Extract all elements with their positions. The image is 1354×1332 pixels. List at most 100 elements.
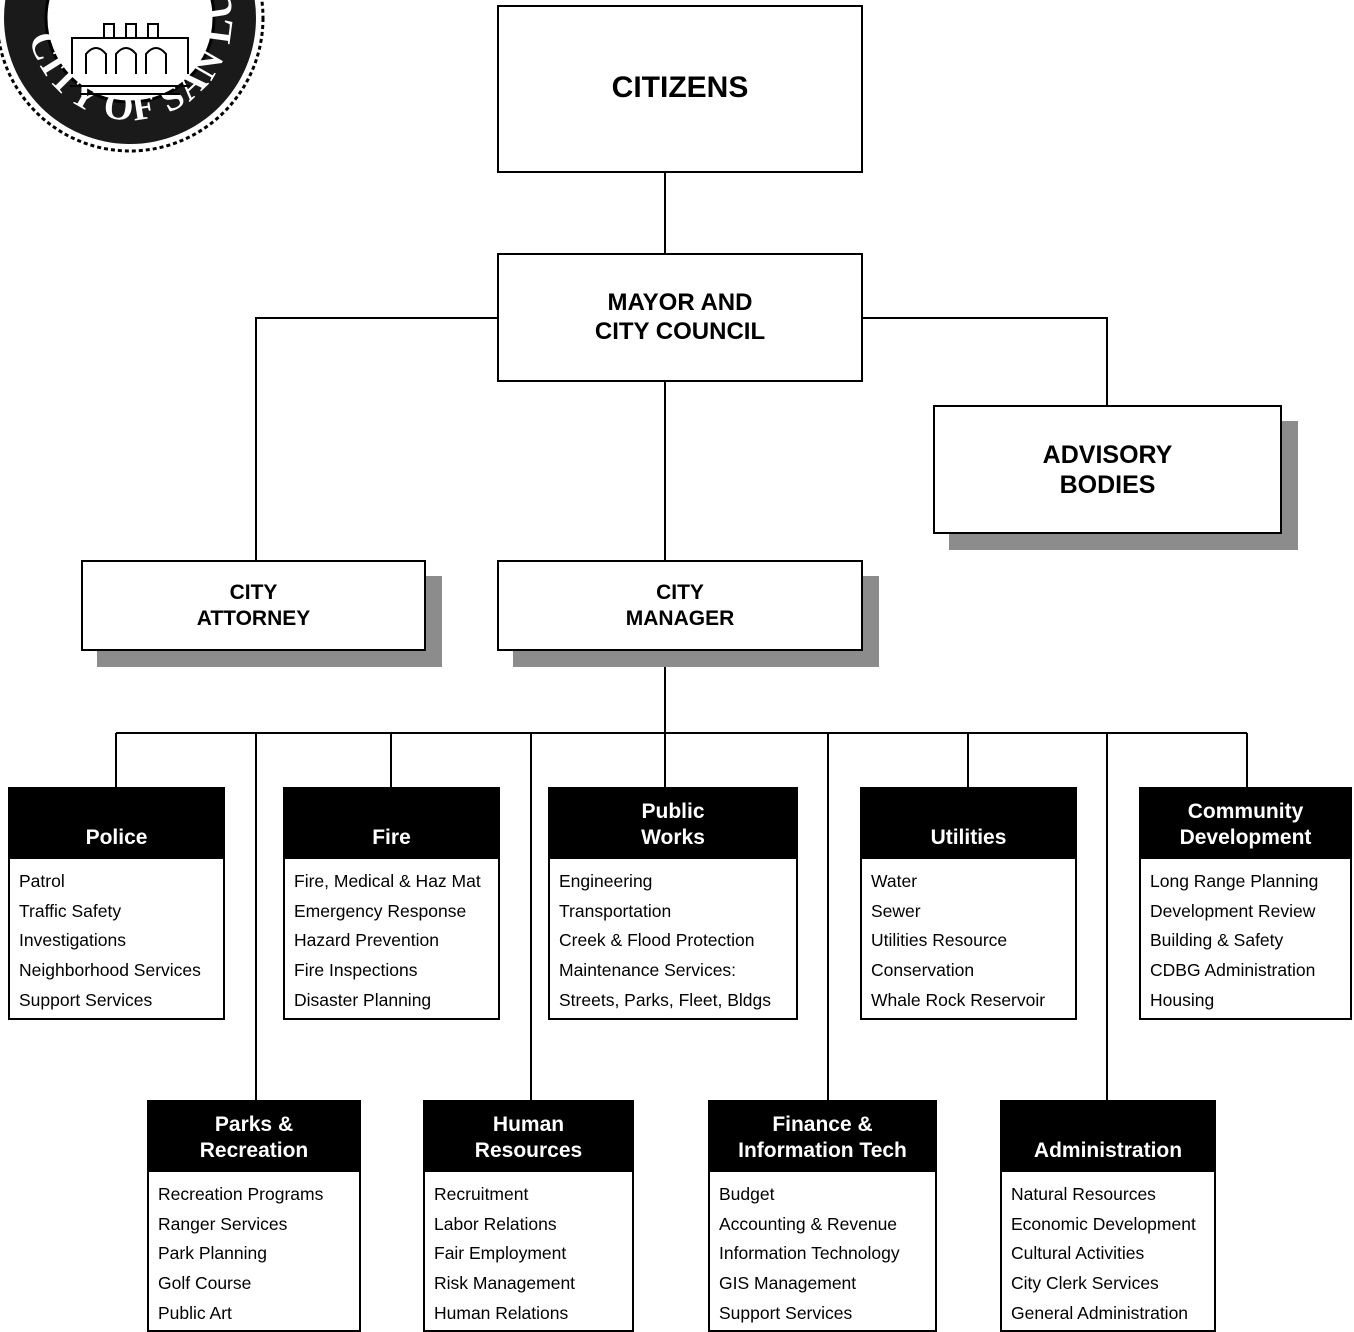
list-item: Labor Relations	[434, 1213, 557, 1234]
list-item: Creek & Flood Protection	[559, 930, 755, 951]
dept-header: Public Works	[550, 789, 796, 859]
dept-title-line1: Human	[492, 1112, 565, 1136]
list-item: Hazard Prevention	[294, 930, 439, 951]
list-item: Patrol	[19, 871, 65, 891]
council-label-line1: MAYOR AND	[607, 288, 753, 316]
dept-header: Community Development	[1141, 789, 1350, 859]
list-item: Building & Safety	[1150, 930, 1284, 951]
list-item: Budget	[719, 1184, 775, 1204]
dept-function-list: Long Range Planning Development Review B…	[1141, 859, 1350, 1016]
list-item: Engineering	[559, 871, 653, 891]
list-item: Housing	[1150, 989, 1215, 1010]
connector-council-attorney	[255, 317, 499, 562]
list-item: Ranger Services	[158, 1213, 288, 1234]
dept-header: Human Resources	[425, 1102, 632, 1172]
dept-header: Administration	[1002, 1102, 1214, 1172]
city-seal-logo: CITY OF SAN LUIS OBISPO	[0, 0, 265, 153]
list-item: Support Services	[719, 1302, 853, 1323]
city-manager-box: CITY MANAGER	[497, 560, 863, 651]
list-item: Accounting & Revenue	[719, 1213, 898, 1234]
list-item: Development Review	[1150, 900, 1316, 921]
attorney-label-line2: ATTORNEY	[196, 606, 311, 630]
dept-title-line2: Fire	[372, 825, 411, 849]
advisory-label-line1: ADVISORY	[1042, 440, 1173, 469]
list-item: Risk Management	[434, 1273, 576, 1294]
dept-fire: Fire Fire, Medical & Haz Mat Emergency R…	[283, 787, 500, 1020]
list-item: Traffic Safety	[19, 900, 122, 921]
dept-police: Police Patrol Traffic Safety Investigati…	[8, 787, 225, 1020]
mission-building-icon	[70, 23, 190, 95]
dept-function-list: Recruitment Labor Relations Fair Employm…	[425, 1172, 632, 1329]
dept-header: Fire	[285, 789, 498, 859]
list-item: Investigations	[19, 930, 127, 951]
dept-title-line2: Information Tech	[738, 1138, 907, 1162]
list-item: Water	[871, 871, 918, 891]
dept-public-works: Public Works Engineering Transportation …	[548, 787, 798, 1020]
list-item: Natural Resources	[1011, 1184, 1156, 1204]
dept-title-line2: Resources	[474, 1138, 583, 1162]
list-item: Support Services	[19, 989, 153, 1010]
list-item: Fair Employment	[434, 1243, 567, 1264]
list-item: Streets, Parks, Fleet, Bldgs	[559, 989, 772, 1010]
list-item: Economic Development	[1011, 1213, 1196, 1234]
dept-function-list: Patrol Traffic Safety Investigations Nei…	[10, 859, 223, 1016]
dept-header: Utilities	[862, 789, 1075, 859]
list-item: Fire Inspections	[294, 960, 418, 981]
citizens-box: CITIZENS	[497, 5, 863, 173]
dept-finance-it: Finance & Information Tech Budget Accoun…	[708, 1100, 937, 1332]
list-item: Fire, Medical & Haz Mat	[294, 871, 481, 891]
advisory-label-line2: BODIES	[1059, 470, 1156, 499]
list-item: Human Relations	[434, 1302, 569, 1323]
list-item: Emergency Response	[294, 900, 467, 921]
dept-function-list: Engineering Transportation Creek & Flood…	[550, 859, 796, 1016]
dept-title-line2: Police	[85, 825, 148, 849]
list-item: City Clerk Services	[1011, 1273, 1159, 1294]
list-item: General Administration	[1011, 1302, 1189, 1323]
list-item: GIS Management	[719, 1273, 857, 1294]
dept-title-line1: Community	[1187, 799, 1304, 823]
dept-title-line2: Works	[641, 825, 705, 849]
list-item: Cultural Activities	[1011, 1243, 1145, 1264]
list-item: Park Planning	[158, 1243, 267, 1264]
dept-utilities: Utilities Water Sewer Utilities Resource…	[860, 787, 1077, 1020]
dept-function-list: Fire, Medical & Haz Mat Emergency Respon…	[285, 859, 498, 1016]
connector-council-advisory	[861, 317, 1108, 407]
mayor-council-box: MAYOR AND CITY COUNCIL	[497, 253, 863, 382]
list-item: Neighborhood Services	[19, 960, 201, 981]
dept-community-development: Community Development Long Range Plannin…	[1139, 787, 1352, 1020]
dept-function-list: Natural Resources Economic Development C…	[1002, 1172, 1214, 1329]
dept-title-line1: Public	[641, 799, 705, 823]
dept-function-list: Recreation Programs Ranger Services Park…	[149, 1172, 359, 1329]
dept-title-line1: Finance &	[772, 1112, 873, 1136]
manager-label-line1: CITY	[656, 581, 704, 605]
list-item: Sewer	[871, 900, 921, 921]
dept-title-line2: Administration	[1033, 1138, 1183, 1162]
list-item: Recreation Programs	[158, 1184, 324, 1204]
list-item: CDBG Administration	[1150, 960, 1316, 981]
list-item: Utilities Resource	[871, 930, 1008, 951]
dept-function-list: Water Sewer Utilities Resource Conservat…	[862, 859, 1075, 1016]
dept-header: Finance & Information Tech	[710, 1102, 935, 1172]
list-item: Long Range Planning	[1150, 871, 1319, 891]
citizens-label: CITIZENS	[611, 71, 749, 104]
list-item: Disaster Planning	[294, 989, 432, 1010]
list-item: Public Art	[158, 1302, 232, 1323]
city-attorney-box: CITY ATTORNEY	[81, 560, 426, 651]
attorney-label-line1: CITY	[229, 581, 278, 605]
dept-title-line2: Utilities	[930, 825, 1007, 849]
advisory-bodies-box: ADVISORY BODIES	[933, 405, 1282, 534]
dept-human-resources: Human Resources Recruitment Labor Relati…	[423, 1100, 634, 1332]
dept-parks-recreation: Parks & Recreation Recreation Programs R…	[147, 1100, 361, 1332]
list-item: Golf Course	[158, 1273, 252, 1294]
list-item: Whale Rock Reservoir	[871, 989, 1046, 1010]
list-item: Maintenance Services:	[559, 960, 737, 981]
list-item: Transportation	[559, 900, 672, 921]
list-item: Conservation	[871, 960, 975, 981]
dept-header: Police	[10, 789, 223, 859]
dept-title-line2: Recreation	[199, 1138, 309, 1162]
dept-administration: Administration Natural Resources Economi…	[1000, 1100, 1216, 1332]
manager-label-line2: MANAGER	[625, 606, 735, 630]
dept-function-list: Budget Accounting & Revenue Information …	[710, 1172, 935, 1329]
list-item: Recruitment	[434, 1184, 529, 1204]
